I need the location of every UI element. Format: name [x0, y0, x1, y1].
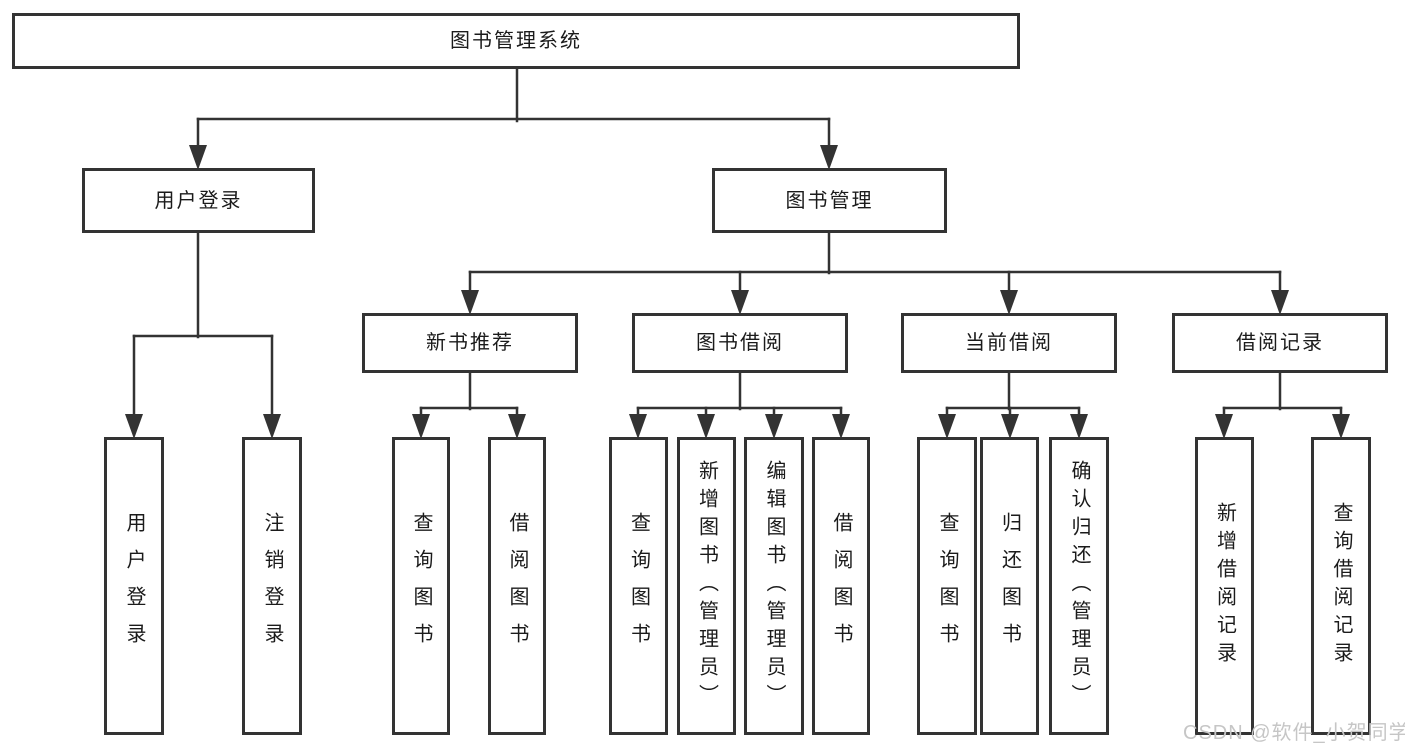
node-borrow-records: 借阅记录 [1172, 313, 1388, 373]
node-book-management: 图书管理 [712, 168, 947, 233]
arrowhead [1001, 414, 1019, 439]
connector-book-borrowing-to-leaves [629, 370, 850, 439]
leaf-query-books-current: 查询图书 [917, 437, 977, 735]
arrowhead [508, 414, 526, 439]
arrowhead [1271, 290, 1289, 315]
arrowhead [263, 414, 281, 439]
node-library-system: 图书管理系统 [12, 13, 1020, 69]
leaf-user-login: 用户登录 [104, 437, 164, 735]
arrowhead [1070, 414, 1088, 439]
node-current-borrowing: 当前借阅 [901, 313, 1117, 373]
node-user-login: 用户登录 [82, 168, 315, 233]
connector-current-borrowing-to-leaves [938, 370, 1088, 439]
leaf-query-borrow-record: 查询借阅记录 [1311, 437, 1371, 735]
arrowhead [629, 414, 647, 439]
leaf-borrow-books-recommend: 借阅图书 [488, 437, 546, 735]
arrowhead [731, 290, 749, 315]
leaf-confirm-return-admin: 确认归还（管理员） [1049, 437, 1109, 735]
leaf-return-book: 归还图书 [980, 437, 1039, 735]
leaf-add-book-admin: 新增图书（管理员） [677, 437, 736, 735]
arrowhead [1000, 290, 1018, 315]
leaf-query-books-borrowing: 查询图书 [609, 437, 668, 735]
arrowhead [461, 290, 479, 315]
arrowhead [412, 414, 430, 439]
connector-user-login-to-leaves [125, 231, 281, 439]
arrowhead [125, 414, 143, 439]
arrowhead [765, 414, 783, 439]
connector-new-book-recommend-to-leaves [412, 370, 526, 439]
arrowhead [1215, 414, 1233, 439]
node-book-borrowing: 图书借阅 [632, 313, 848, 373]
arrowhead [1332, 414, 1350, 439]
arrowhead [938, 414, 956, 439]
leaf-borrow-books-borrowing: 借阅图书 [812, 437, 870, 735]
csdn-watermark: CSDN @软件_小贺同学 [1183, 722, 1405, 744]
leaf-edit-book-admin: 编辑图书（管理员） [744, 437, 804, 735]
arrowhead [697, 414, 715, 439]
connector-borrow-records-to-leaves [1215, 370, 1350, 439]
connector-root-to-level2 [189, 67, 838, 170]
leaf-add-borrow-record: 新增借阅记录 [1195, 437, 1254, 735]
arrowhead [820, 145, 838, 170]
connector-book-management-to-level3 [461, 231, 1289, 315]
leaf-query-books-recommend: 查询图书 [392, 437, 450, 735]
leaf-logout: 注销登录 [242, 437, 302, 735]
arrowhead [832, 414, 850, 439]
node-new-book-recommend: 新书推荐 [362, 313, 578, 373]
arrowhead [189, 145, 207, 170]
